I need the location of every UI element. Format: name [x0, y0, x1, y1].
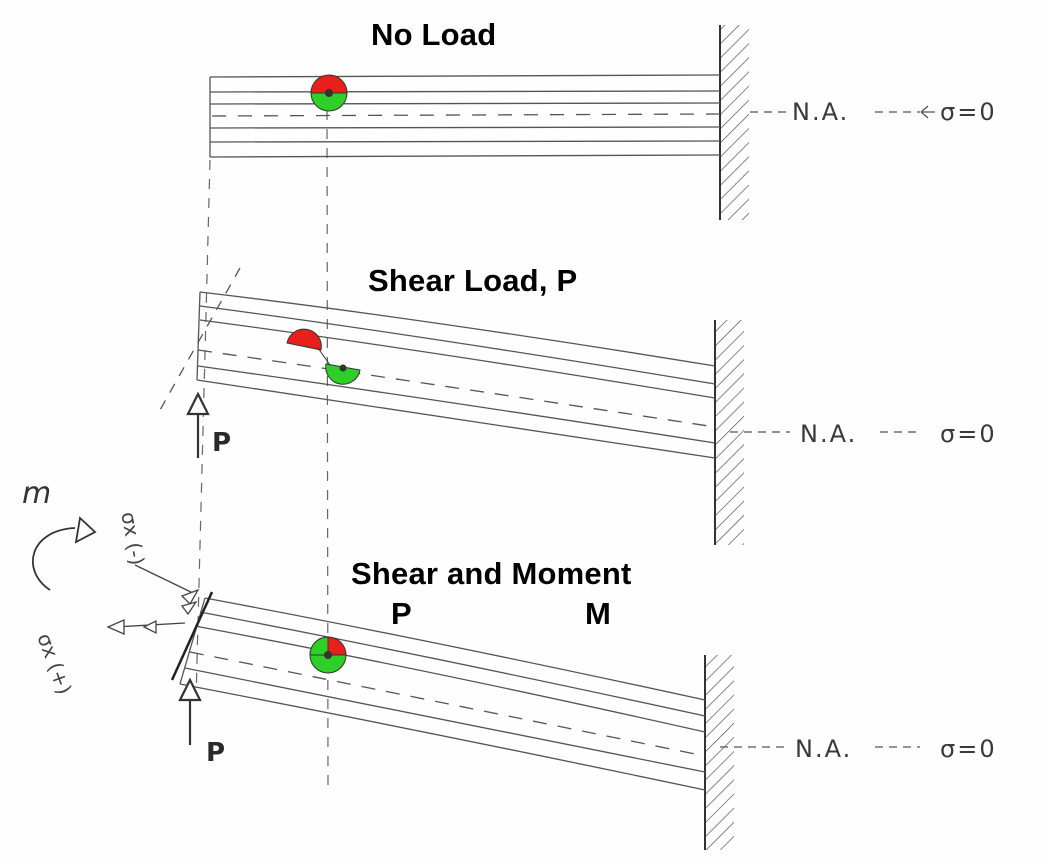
- beam: [170, 591, 920, 791]
- shear-arrow-icon: [186, 391, 210, 458]
- panel-subtitle-m: M: [585, 596, 612, 631]
- fixed-wall: [719, 25, 749, 220]
- shear-arrow-icon: [178, 677, 202, 745]
- moment-arrow-icon: [32, 516, 97, 591]
- reference-lines: [195, 109, 329, 786]
- stress-zero-label: σ=0: [940, 420, 997, 448]
- bending-stress-arrows: [106, 564, 200, 635]
- reference-line-left: [195, 159, 211, 701]
- stress-zero-label: σ=0: [940, 735, 997, 763]
- fixed-wall: [714, 320, 744, 545]
- arrow-icon: [920, 105, 935, 119]
- panel-title-shear-and-moment: Shear and Moment: [351, 556, 632, 591]
- neutral-axis-label: N.A.: [792, 98, 850, 126]
- panel-title-shear-load: Shear Load, P: [368, 263, 578, 298]
- stress-zero-label: σ=0: [940, 98, 997, 126]
- panel-shear-and-moment: [32, 516, 920, 850]
- panel-shear-load: [159, 267, 920, 545]
- panel-subtitle-p: P: [391, 596, 412, 631]
- reference-line-center: [326, 109, 329, 786]
- shear-load-label: P: [212, 428, 232, 458]
- stress-element: [286, 328, 361, 385]
- stress-element: [309, 636, 347, 674]
- fixed-wall: [704, 655, 734, 850]
- panel-no-load: [209, 25, 935, 220]
- neutral-axis-label: N.A.: [800, 420, 858, 448]
- beam: [159, 267, 920, 459]
- neutral-axis-label: N.A.: [795, 735, 853, 763]
- stress-element: [310, 74, 348, 112]
- beam: [209, 74, 935, 158]
- panel-title-no-load: No Load: [371, 17, 497, 52]
- neutral-axis: [211, 113, 721, 117]
- moment-label: m: [22, 476, 52, 511]
- shear-load-label: P: [206, 738, 226, 768]
